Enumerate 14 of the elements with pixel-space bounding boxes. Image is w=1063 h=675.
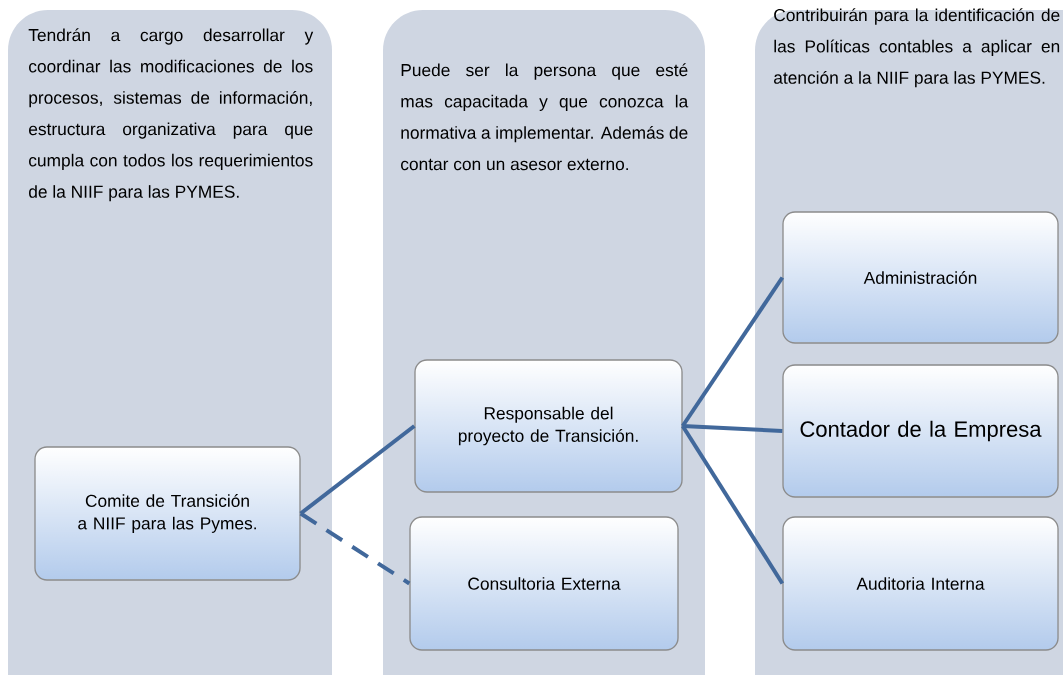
connector-line bbox=[299, 424, 416, 516]
role-box: Responsable del proyecto de Transición. bbox=[414, 359, 683, 493]
role-box: Contador de la Empresa bbox=[782, 364, 1059, 498]
panel-text: Tendrán a cargo desarrollar y coordinar las modificaciones de los procesos, sistemas de información, estructura organizativa para que cumpla con todos los requerimientos de la NIIF para las PYMES. bbox=[28, 28, 314, 202]
role-box: Administración bbox=[782, 211, 1059, 344]
panel-text: Contribuirán para la identificación de las Políticas contables a aplicar en atención a la NIIF para las PYMES. bbox=[774, 8, 1060, 88]
connector-line bbox=[681, 424, 785, 585]
role-box: Auditoria Interna bbox=[782, 516, 1059, 651]
connector-line bbox=[681, 276, 784, 428]
role-box: Comite de Transición a NIIF para las Pymes. bbox=[34, 446, 301, 581]
panel-text: Puede ser la persona que esté mas capacitada y que conozca la normativa a implementar. Además de contar con un asesor externo. bbox=[401, 63, 689, 171]
connector-line bbox=[299, 511, 411, 586]
connector-line bbox=[682, 424, 783, 433]
role-box: Consultoria Externa bbox=[409, 516, 679, 651]
